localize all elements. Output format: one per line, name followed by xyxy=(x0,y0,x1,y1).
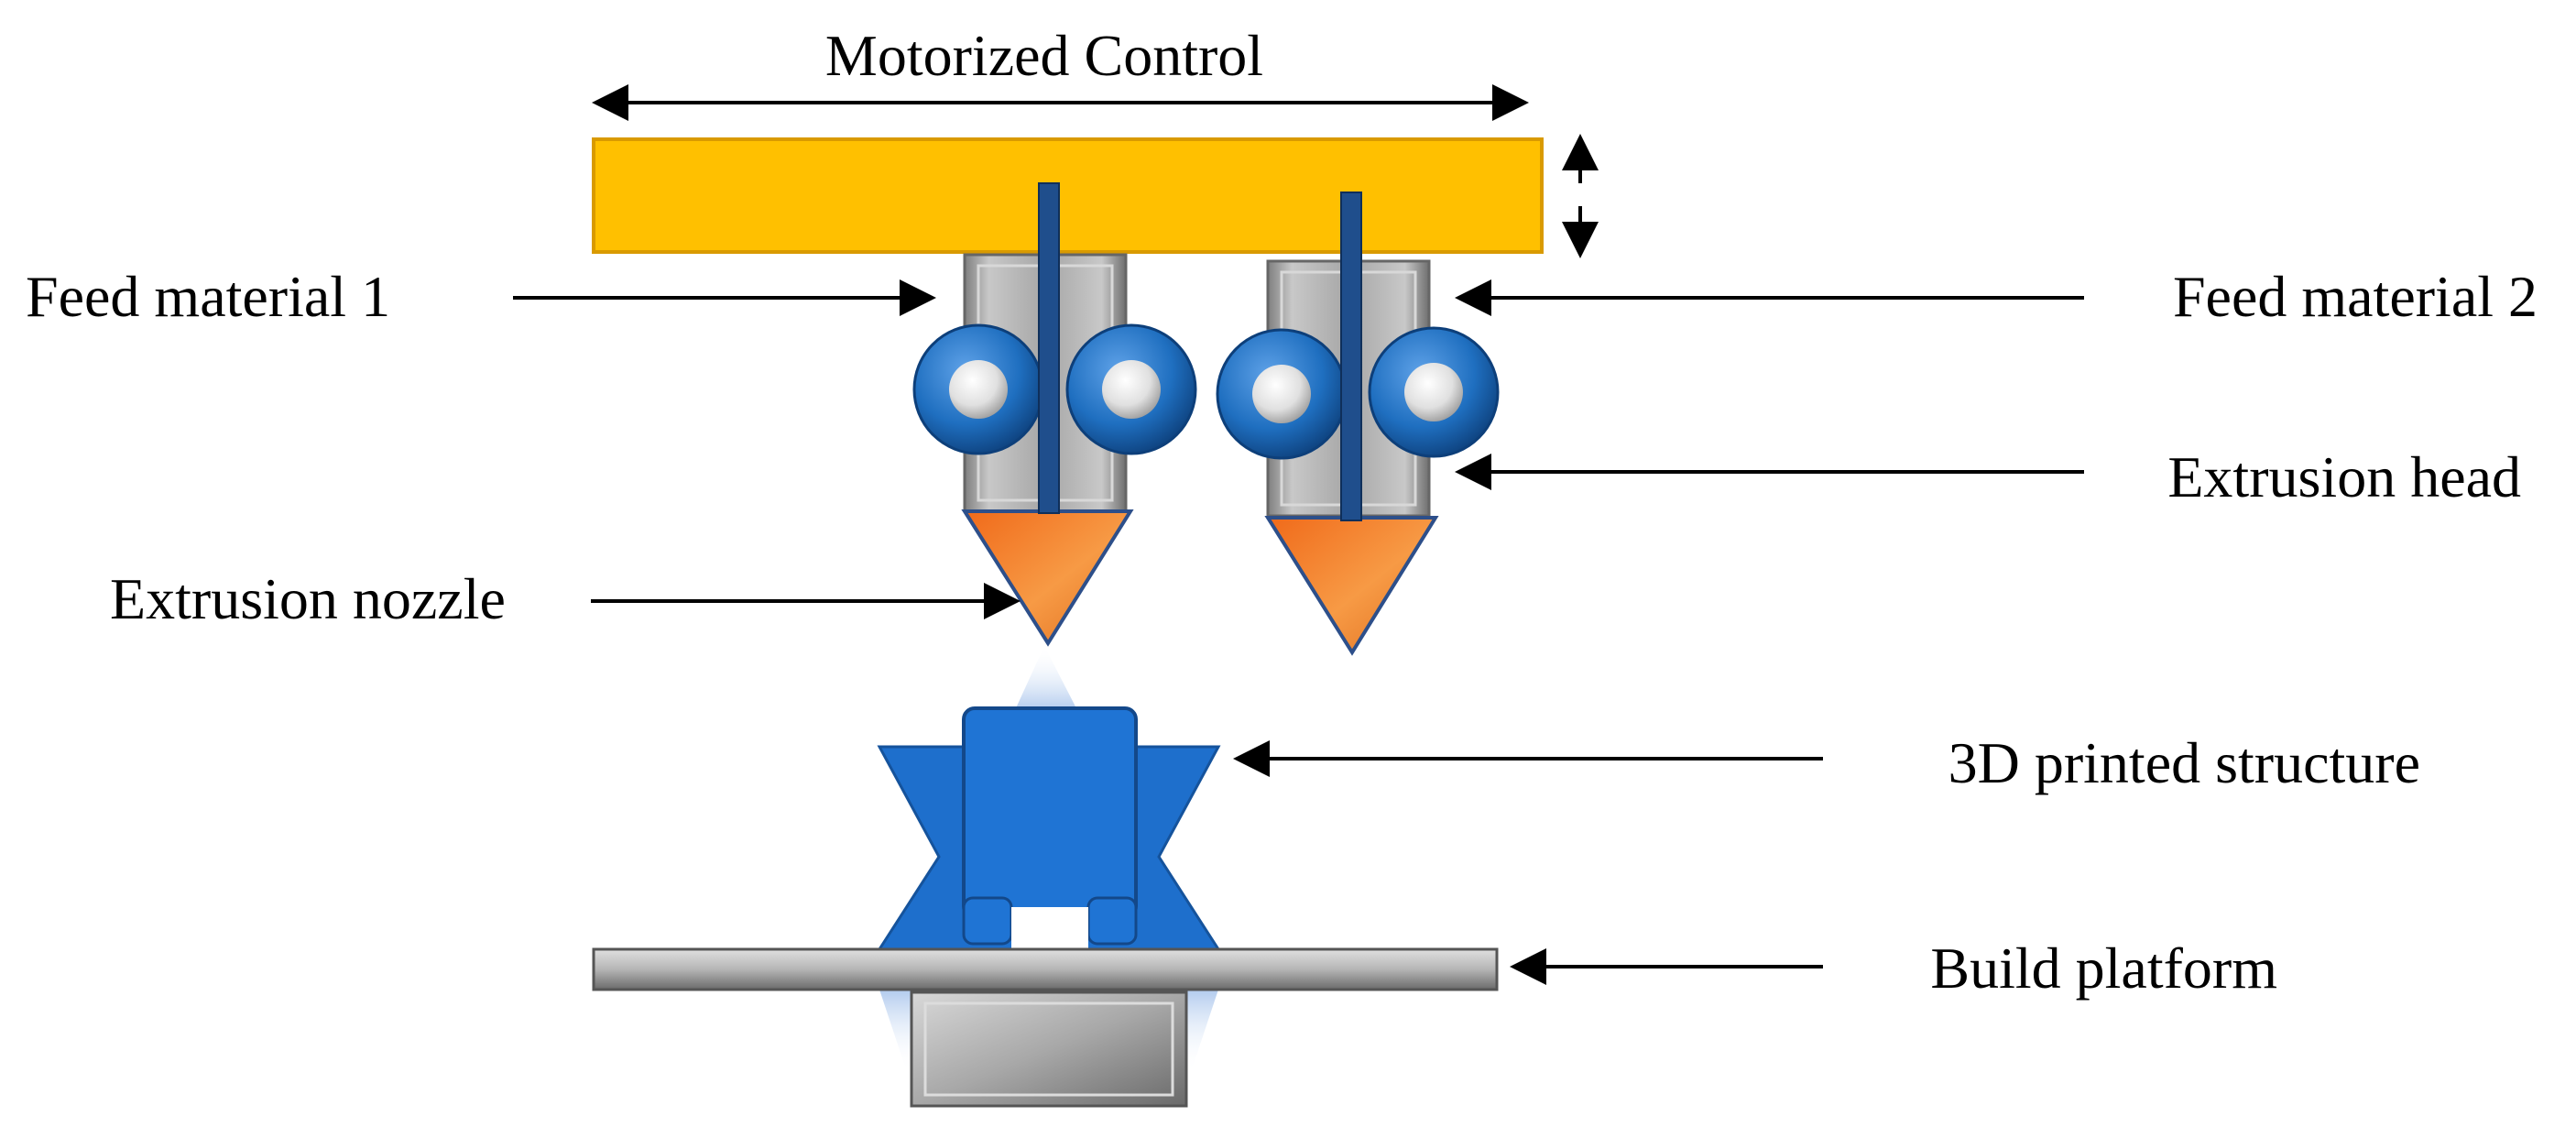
extrusion-nozzle-2 xyxy=(1264,516,1439,656)
deposition-glow xyxy=(1015,646,1077,710)
extrusion-head-label: Extrusion head xyxy=(2167,444,2521,509)
build-platform-label: Build platform xyxy=(1930,936,2277,1001)
printed-structure xyxy=(877,706,1221,953)
build-platform xyxy=(592,947,1499,991)
feed-filament-1 xyxy=(1038,182,1060,514)
feed-material-2-label: Feed material 2 xyxy=(2173,264,2538,329)
motorized-control-label: Motorized Control xyxy=(825,23,1263,88)
gantry-bar xyxy=(592,137,1544,254)
roller-1a xyxy=(912,323,1044,455)
roller-1b xyxy=(1065,323,1197,455)
feed-material-1-label: Feed material 1 xyxy=(26,264,390,329)
extrusion-nozzle-label: Extrusion nozzle xyxy=(110,566,506,631)
extrusion-nozzle-1 xyxy=(961,509,1134,647)
platform-base xyxy=(910,990,1188,1108)
feed-filament-2 xyxy=(1340,191,1362,521)
roller-2b xyxy=(1368,326,1500,458)
roller-2a xyxy=(1216,328,1348,460)
printed-structure-label: 3D printed structure xyxy=(1948,730,2420,795)
